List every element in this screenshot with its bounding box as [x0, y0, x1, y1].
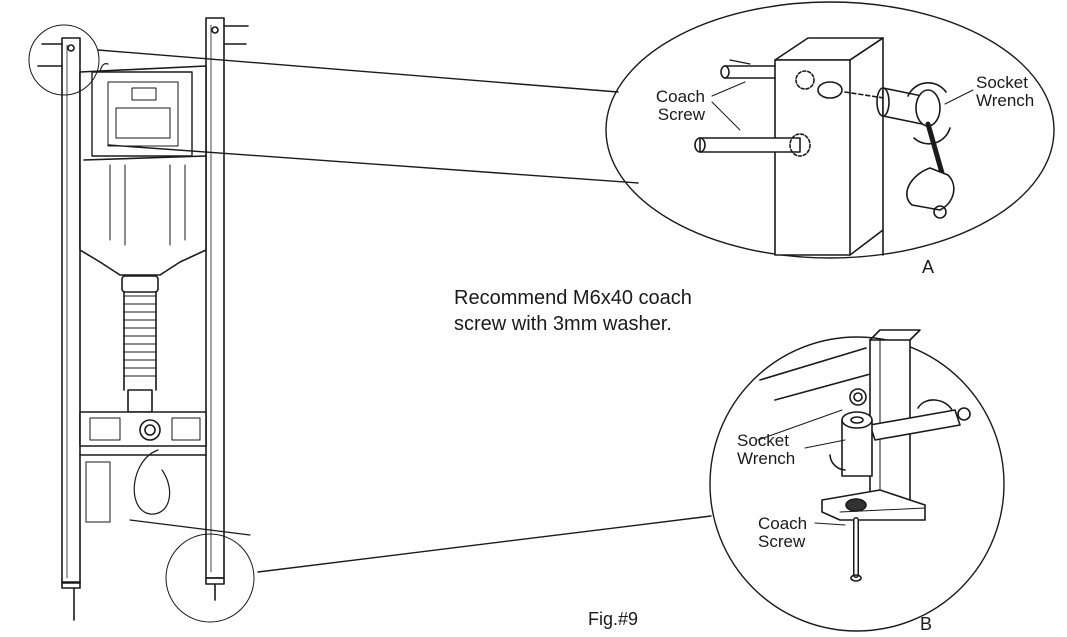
detail-b-socket-wrench-line2: Wrench — [737, 448, 796, 468]
detail-b-coach-screw-label: Coach Screw — [758, 515, 807, 551]
recommendation-line2: screw with 3mm washer. — [454, 313, 672, 335]
detail-a-letter: A — [922, 257, 935, 277]
detail-b-letter: B — [920, 614, 933, 634]
detail-b-coach-screw-line2: Screw — [758, 531, 806, 551]
detail-a-socket-wrench-line1: Socket — [976, 73, 1028, 92]
wc-frame — [28, 17, 255, 623]
detail-a-coach-screw-line1: Coach — [655, 87, 705, 106]
detail-a — [97, 1, 1055, 259]
detail-b-socket-wrench-line1: Socket — [737, 431, 789, 450]
recommendation-note: Recommend M6x40 coach screw with 3mm was… — [454, 285, 692, 337]
detail-a-coach-screw-label: Coach Screw — [645, 88, 705, 124]
detail-b-socket-wrench-label: Socket Wrench — [737, 432, 795, 468]
detail-b-coach-screw-line1: Coach — [758, 514, 808, 533]
detail-a-coach-screw-line2: Screw — [657, 104, 705, 124]
detail-a-socket-wrench-line2: Wrench — [976, 90, 1035, 110]
figure-caption: Fig.#9 — [588, 609, 639, 629]
detail-b — [257, 329, 1005, 632]
detail-a-socket-wrench-label: Socket Wrench — [976, 74, 1034, 110]
recommendation-line1: Recommend M6x40 coach — [454, 287, 692, 309]
